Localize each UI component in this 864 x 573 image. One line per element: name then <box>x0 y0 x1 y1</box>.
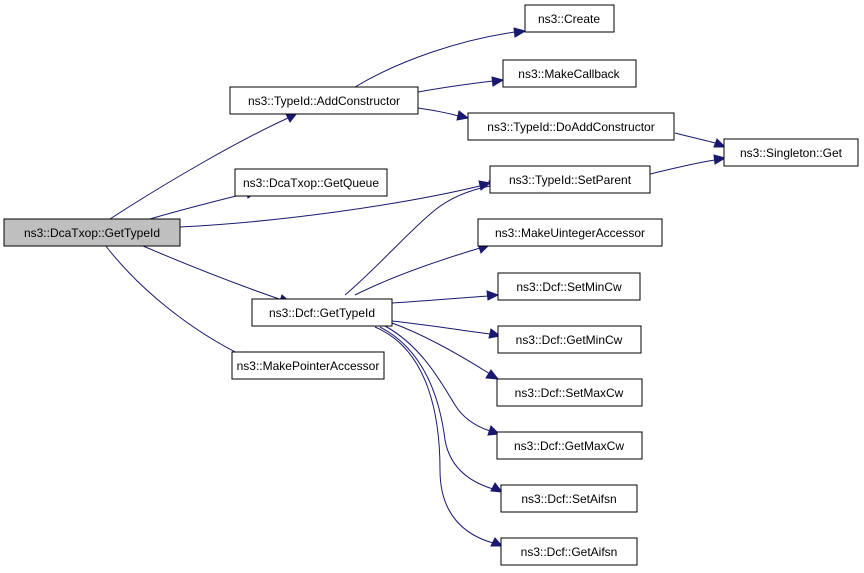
edge-gettypeid-to-makepointeraccessor <box>104 244 256 362</box>
node-dcf-getaifsn[interactable]: ns3::Dcf::GetAifsn <box>500 537 638 566</box>
edge-dcf-gettypeid-to-setmincw <box>391 290 500 304</box>
node-dcf-setmaxcw[interactable]: ns3::Dcf::SetMaxCw <box>496 378 643 407</box>
node-makepointeraccessor[interactable]: ns3::MakePointerAccessor <box>231 351 385 380</box>
node-label: ns3::Dcf::SetMaxCw <box>515 386 624 400</box>
node-typeid-doaddconstructor[interactable]: ns3::TypeId::DoAddConstructor <box>467 112 675 141</box>
edge-doaddconstructor-to-singleton-get <box>674 132 727 148</box>
node-dcf-setaifsn[interactable]: ns3::Dcf::SetAifsn <box>500 484 638 513</box>
node-typeid-addconstructor[interactable]: ns3::TypeId::AddConstructor <box>229 86 419 115</box>
node-label: ns3::Singleton::Get <box>740 146 843 160</box>
node-dcf-gettypeid[interactable]: ns3::Dcf::GetTypeId <box>251 298 393 327</box>
node-label: ns3::Dcf::SetMinCw <box>516 280 622 294</box>
node-dcatxop-gettypeid[interactable]: ns3::DcaTxop::GetTypeId <box>3 218 181 247</box>
edge-dcf-gettypeid-to-setaifsn <box>379 326 504 493</box>
edge-dcf-gettypeid-to-getmincw <box>391 320 502 339</box>
node-makeuintegeraccessor[interactable]: ns3::MakeUintegerAccessor <box>477 218 663 247</box>
node-label: ns3::TypeId::SetParent <box>509 173 632 187</box>
node-label: ns3::TypeId::DoAddConstructor <box>487 120 654 134</box>
node-singleton-get[interactable]: ns3::Singleton::Get <box>723 138 859 167</box>
node-dcf-setmincw[interactable]: ns3::Dcf::SetMinCw <box>497 272 641 301</box>
node-label: ns3::MakePointerAccessor <box>237 359 380 373</box>
node-dcatxop-getqueue[interactable]: ns3::DcaTxop::GetQueue <box>234 168 388 197</box>
edge-addconstructor-to-doaddconstructor <box>417 107 470 121</box>
node-dcf-getmaxcw[interactable]: ns3::Dcf::GetMaxCw <box>496 431 643 460</box>
node-label: ns3::MakeUintegerAccessor <box>495 226 645 240</box>
node-label: ns3::Dcf::GetAifsn <box>521 545 618 559</box>
node-label: ns3::Dcf::SetAifsn <box>521 492 616 506</box>
node-typeid-setparent[interactable]: ns3::TypeId::SetParent <box>489 165 651 194</box>
node-label: ns3::Create <box>538 12 600 26</box>
edge-dcf-gettypeid-to-getaifsn <box>374 326 504 547</box>
node-label: ns3::Dcf::GetMinCw <box>516 333 623 347</box>
node-label: ns3::Dcf::GetMaxCw <box>514 439 624 453</box>
node-makecallback[interactable]: ns3::MakeCallback <box>502 59 637 88</box>
node-label: ns3::TypeId::AddConstructor <box>248 94 400 108</box>
node-label: ns3::MakeCallback <box>518 67 620 81</box>
node-create[interactable]: ns3::Create <box>524 4 615 33</box>
edge-addconstructor-to-makecallback <box>417 76 505 93</box>
edge-dcf-gettypeid-to-setmaxcw <box>391 322 500 380</box>
node-label: ns3::DcaTxop::GetTypeId <box>24 226 160 240</box>
node-dcf-getmincw[interactable]: ns3::Dcf::GetMinCw <box>497 325 642 354</box>
node-label: ns3::Dcf::GetTypeId <box>269 306 375 320</box>
edge-setparent-to-singleton-get <box>649 154 727 175</box>
edge-addconstructor-to-create <box>354 27 527 88</box>
edge-gettypeid-to-addconstructor <box>109 112 299 220</box>
edge-dcf-gettypeid-to-getmaxcw <box>384 325 501 436</box>
edge-dcf-gettypeid-to-makeuintegeraccessor <box>354 243 491 296</box>
node-label: ns3::DcaTxop::GetQueue <box>243 176 379 190</box>
